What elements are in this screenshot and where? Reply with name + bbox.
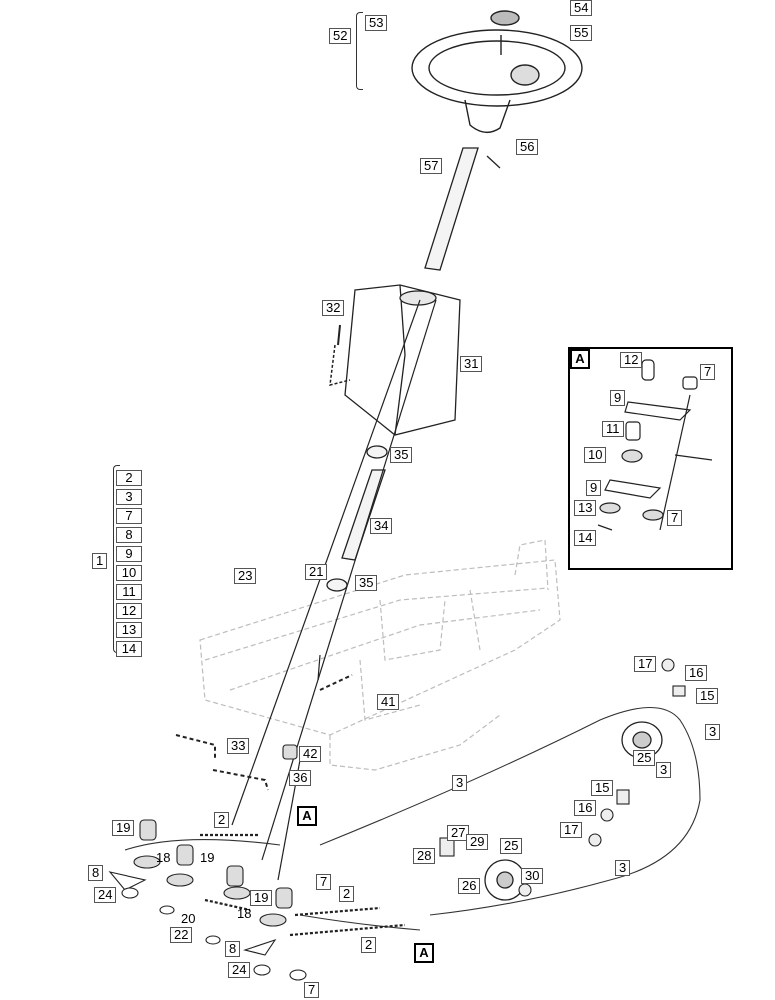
label-2-a: 2 xyxy=(214,812,230,828)
label-55: 55 xyxy=(570,25,593,41)
sprockets xyxy=(133,744,298,927)
label-7-b: 7 xyxy=(304,982,320,998)
label-17-a: 17 xyxy=(634,656,657,672)
label-16-b: 16 xyxy=(574,800,597,816)
label-18-a: 18 xyxy=(156,850,171,865)
label-25-a: 25 xyxy=(633,750,656,766)
label-15-b: 15 xyxy=(591,780,614,796)
dashed-links xyxy=(175,674,353,791)
inset-label-14: 14 xyxy=(574,530,597,546)
label-16-a: 16 xyxy=(685,665,708,681)
bolt-32-leader xyxy=(329,344,351,386)
label-35-lower: 35 xyxy=(355,575,378,591)
bolt-32 xyxy=(337,324,341,346)
inset-label-10: 10 xyxy=(584,447,607,463)
inset-label-7-upper: 7 xyxy=(700,364,716,380)
callout-a-upper: A xyxy=(297,806,317,826)
kit-member: 14 xyxy=(116,641,142,657)
kit-label: 1 xyxy=(92,553,108,569)
label-33: 33 xyxy=(227,738,250,754)
label-22: 22 xyxy=(170,927,193,943)
label-20: 20 xyxy=(181,911,196,926)
label-8-b: 8 xyxy=(225,941,241,957)
label-35-upper: 35 xyxy=(390,447,413,463)
label-3-d: 3 xyxy=(615,860,631,876)
label-41: 41 xyxy=(377,694,400,710)
wheel-bracket xyxy=(356,12,363,90)
label-57: 57 xyxy=(420,158,443,174)
label-53: 53 xyxy=(365,15,388,31)
inset-label-12: 12 xyxy=(620,352,643,368)
label-30: 30 xyxy=(521,868,544,884)
inset-label-11: 11 xyxy=(602,421,624,437)
label-3-c: 3 xyxy=(656,762,672,778)
kit-member: 2 xyxy=(116,470,142,486)
label-7-a: 7 xyxy=(316,874,332,890)
inset-label-9-lower: 9 xyxy=(586,480,602,496)
callout-a-lower: A xyxy=(414,943,434,963)
steering-pedestal xyxy=(344,284,461,436)
label-26: 26 xyxy=(458,878,481,894)
label-31: 31 xyxy=(460,356,483,372)
label-3-a: 3 xyxy=(452,775,468,791)
label-34: 34 xyxy=(370,518,393,534)
inset-callout-a: A xyxy=(570,349,590,369)
label-3-b: 3 xyxy=(705,724,721,740)
label-27: 27 xyxy=(447,825,470,841)
label-18-b: 18 xyxy=(237,906,252,921)
steering-cable xyxy=(124,706,701,931)
kit-member-list: 2 3 7 8 9 10 11 12 13 14 xyxy=(116,470,142,660)
lower-tube xyxy=(326,445,388,592)
kit-member: 8 xyxy=(116,527,142,543)
steering-shaft xyxy=(424,147,501,271)
detail-a-inset xyxy=(568,347,733,570)
label-24-a: 24 xyxy=(94,887,117,903)
pivot-arms xyxy=(108,871,307,981)
steering-wheel xyxy=(411,10,583,133)
label-24-b: 24 xyxy=(228,962,251,978)
label-54: 54 xyxy=(570,0,593,16)
label-32: 32 xyxy=(322,300,345,316)
label-25-b: 25 xyxy=(500,838,523,854)
inset-label-13: 13 xyxy=(574,500,597,516)
label-19-a: 19 xyxy=(112,820,135,836)
kit-member: 12 xyxy=(116,603,142,619)
label-29: 29 xyxy=(466,834,489,850)
right-hardware xyxy=(439,658,686,897)
label-42: 42 xyxy=(299,746,322,762)
label-23: 23 xyxy=(234,568,257,584)
label-17-b: 17 xyxy=(560,822,583,838)
label-2-c: 2 xyxy=(361,937,377,953)
label-2-b: 2 xyxy=(339,886,355,902)
pulleys xyxy=(484,721,663,901)
kit-member: 9 xyxy=(116,546,142,562)
inset-label-9-upper: 9 xyxy=(610,390,626,406)
chains xyxy=(200,833,406,937)
label-8-a: 8 xyxy=(88,865,104,881)
label-19-c: 19 xyxy=(250,890,273,906)
kit-member: 11 xyxy=(116,584,142,600)
kit-member: 13 xyxy=(116,622,142,638)
label-36: 36 xyxy=(289,770,312,786)
label-28: 28 xyxy=(413,848,436,864)
wheel-group-label: 52 xyxy=(329,28,352,44)
kit-member: 7 xyxy=(116,508,142,524)
label-21: 21 xyxy=(305,564,328,580)
inset-label-7-lower: 7 xyxy=(667,510,683,526)
kit-member: 3 xyxy=(116,489,142,505)
label-19-b: 19 xyxy=(200,850,215,865)
label-15-a: 15 xyxy=(696,688,719,704)
inset-a-drawing xyxy=(597,359,713,531)
chassis-frame xyxy=(199,539,561,771)
kit-member: 10 xyxy=(116,565,142,581)
label-56: 56 xyxy=(516,139,539,155)
